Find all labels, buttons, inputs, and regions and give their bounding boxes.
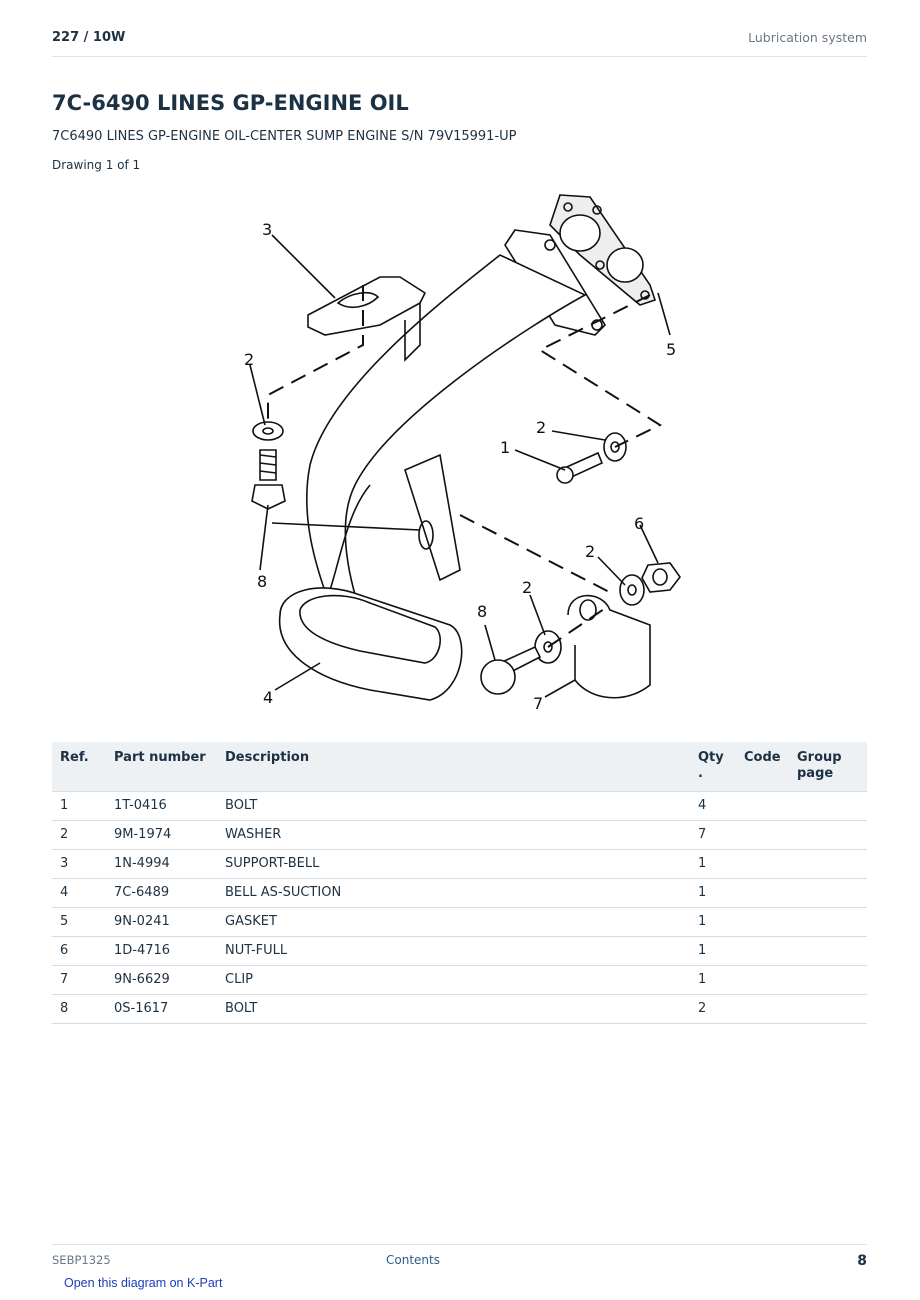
table-row: 8 0S-1617 BOLT 2 xyxy=(52,994,867,1024)
page-number: 8 xyxy=(857,1253,867,1269)
cell-qty: 1 xyxy=(690,849,736,879)
cell-ref: 6 xyxy=(52,936,106,966)
open-kpart-link[interactable]: Open this diagram on K-Part xyxy=(64,1276,223,1290)
callout-6: 6 xyxy=(634,514,644,533)
cell-ref: 5 xyxy=(52,907,106,937)
cell-part-number: 9M-1974 xyxy=(106,820,217,850)
callout-2: 2 xyxy=(244,350,254,369)
cell-part-number: 7C-6489 xyxy=(106,878,217,908)
cell-part-number: 1D-4716 xyxy=(106,936,217,966)
col-qty: Qty. xyxy=(690,742,736,792)
cell-group-page xyxy=(789,849,867,879)
exploded-view-drawing: 3 2 8 5 2 1 6 2 2 8 4 7 xyxy=(244,194,681,713)
cell-ref: 4 xyxy=(52,878,106,908)
callout-8: 8 xyxy=(257,572,267,591)
cell-code xyxy=(736,849,789,879)
callout-2: 2 xyxy=(585,542,595,561)
cell-qty: 1 xyxy=(690,965,736,995)
table-row: 7 9N-6629 CLIP 1 xyxy=(52,965,867,995)
cell-qty: 1 xyxy=(690,907,736,937)
table-row: 5 9N-0241 GASKET 1 xyxy=(52,907,867,937)
col-part-number: Part number xyxy=(106,742,217,792)
parts-diagram: 3 2 8 5 2 1 6 2 2 8 4 7 xyxy=(230,185,700,720)
cell-qty: 2 xyxy=(690,994,736,1024)
cell-qty: 1 xyxy=(690,936,736,966)
drawing-label: Drawing 1 of 1 xyxy=(52,158,141,172)
cell-description: SUPPORT-BELL xyxy=(217,849,690,879)
cell-part-number: 1N-4994 xyxy=(106,849,217,879)
cell-description: BELL AS-SUCTION xyxy=(217,878,690,908)
breadcrumb: 227 / 10W xyxy=(52,30,126,45)
contents-link[interactable]: Contents xyxy=(386,1253,440,1267)
cell-group-page xyxy=(789,936,867,966)
col-description: Description xyxy=(217,742,690,792)
table-row: 3 1N-4994 SUPPORT-BELL 1 xyxy=(52,849,867,879)
table-row: 2 9M-1974 WASHER 7 xyxy=(52,820,867,850)
cell-description: BOLT xyxy=(217,994,690,1024)
cell-group-page xyxy=(789,907,867,937)
cell-code xyxy=(736,994,789,1024)
section-name: Lubrication system xyxy=(748,30,867,45)
cell-code xyxy=(736,936,789,966)
cell-qty: 7 xyxy=(690,820,736,850)
cell-group-page xyxy=(789,965,867,995)
callout-2: 2 xyxy=(536,418,546,437)
cell-part-number: 1T-0416 xyxy=(106,791,217,821)
page-subtitle: 7C6490 LINES GP-ENGINE OIL-CENTER SUMP E… xyxy=(52,129,517,144)
cell-qty: 4 xyxy=(690,791,736,821)
cell-code xyxy=(736,965,789,995)
cell-part-number: 9N-0241 xyxy=(106,907,217,937)
cell-ref: 7 xyxy=(52,965,106,995)
cell-ref: 2 xyxy=(52,820,106,850)
callout-7: 7 xyxy=(533,694,543,713)
cell-description: GASKET xyxy=(217,907,690,937)
cell-code xyxy=(736,907,789,937)
table-row: 1 1T-0416 BOLT 4 xyxy=(52,791,867,821)
cell-group-page xyxy=(789,994,867,1024)
callout-4: 4 xyxy=(263,688,273,707)
table-header-row: Ref. Part number Description Qty. Code G… xyxy=(52,742,867,792)
col-code: Code xyxy=(736,742,789,792)
cell-ref: 8 xyxy=(52,994,106,1024)
page-title: 7C-6490 LINES GP-ENGINE OIL xyxy=(52,91,409,115)
cell-part-number: 0S-1617 xyxy=(106,994,217,1024)
cell-description: CLIP xyxy=(217,965,690,995)
cell-description: BOLT xyxy=(217,791,690,821)
cell-group-page xyxy=(789,791,867,821)
cell-group-page xyxy=(789,878,867,908)
callout-5: 5 xyxy=(666,340,676,359)
page-footer: SEBP1325 Contents 8 xyxy=(52,1244,867,1275)
cell-description: WASHER xyxy=(217,820,690,850)
table-row: 6 1D-4716 NUT-FULL 1 xyxy=(52,936,867,966)
parts-table: Ref. Part number Description Qty. Code G… xyxy=(52,742,867,1024)
table-row: 4 7C-6489 BELL AS-SUCTION 1 xyxy=(52,878,867,908)
callout-3: 3 xyxy=(262,220,272,239)
cell-code xyxy=(736,791,789,821)
col-ref: Ref. xyxy=(52,742,106,792)
callout-2: 2 xyxy=(522,578,532,597)
cell-code xyxy=(736,878,789,908)
cell-ref: 3 xyxy=(52,849,106,879)
document-id: SEBP1325 xyxy=(52,1253,111,1267)
callout-1: 1 xyxy=(500,438,510,457)
page-header: 227 / 10W Lubrication system xyxy=(52,28,867,57)
cell-code xyxy=(736,820,789,850)
cell-qty: 1 xyxy=(690,878,736,908)
cell-ref: 1 xyxy=(52,791,106,821)
cell-description: NUT-FULL xyxy=(217,936,690,966)
cell-part-number: 9N-6629 xyxy=(106,965,217,995)
callout-8: 8 xyxy=(477,602,487,621)
cell-group-page xyxy=(789,820,867,850)
